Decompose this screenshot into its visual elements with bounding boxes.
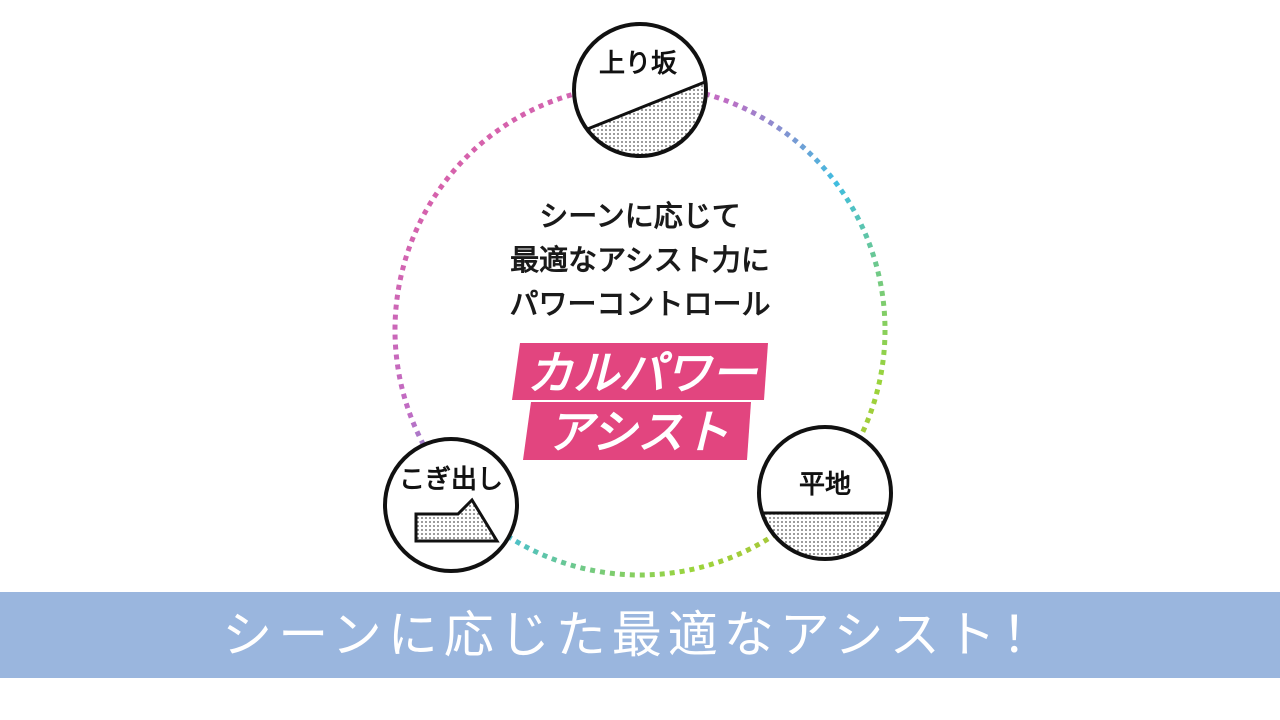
- badge-line-1: カルパワー: [527, 346, 759, 400]
- badge-band-1: [512, 343, 768, 400]
- node-flat: 平地: [757, 425, 893, 561]
- caption-text: シーンに応じた最適なアシスト！: [222, 606, 1058, 664]
- center-line-1: シーンに応じて: [539, 199, 741, 233]
- badge-band-2: [523, 402, 751, 460]
- node-label-start: こぎ出し: [399, 465, 503, 495]
- flat-ground-icon: [759, 513, 891, 559]
- start-arrow-icon: [414, 497, 500, 543]
- badge-line-2: アシスト: [547, 405, 729, 459]
- node-start: こぎ出し: [383, 437, 519, 573]
- node-uphill: 上り坂: [572, 22, 708, 158]
- center-line-3: パワーコントロール: [509, 287, 770, 321]
- center-line-2: 最適なアシスト力に: [510, 243, 770, 277]
- brand-badge: カルパワー アシスト: [512, 343, 768, 460]
- center-description: シーンに応じて 最適なアシスト力に パワーコントロール: [509, 199, 770, 321]
- caption-bar: [0, 592, 1280, 678]
- node-label-flat: 平地: [799, 470, 851, 500]
- node-label-uphill: 上り坂: [599, 49, 678, 79]
